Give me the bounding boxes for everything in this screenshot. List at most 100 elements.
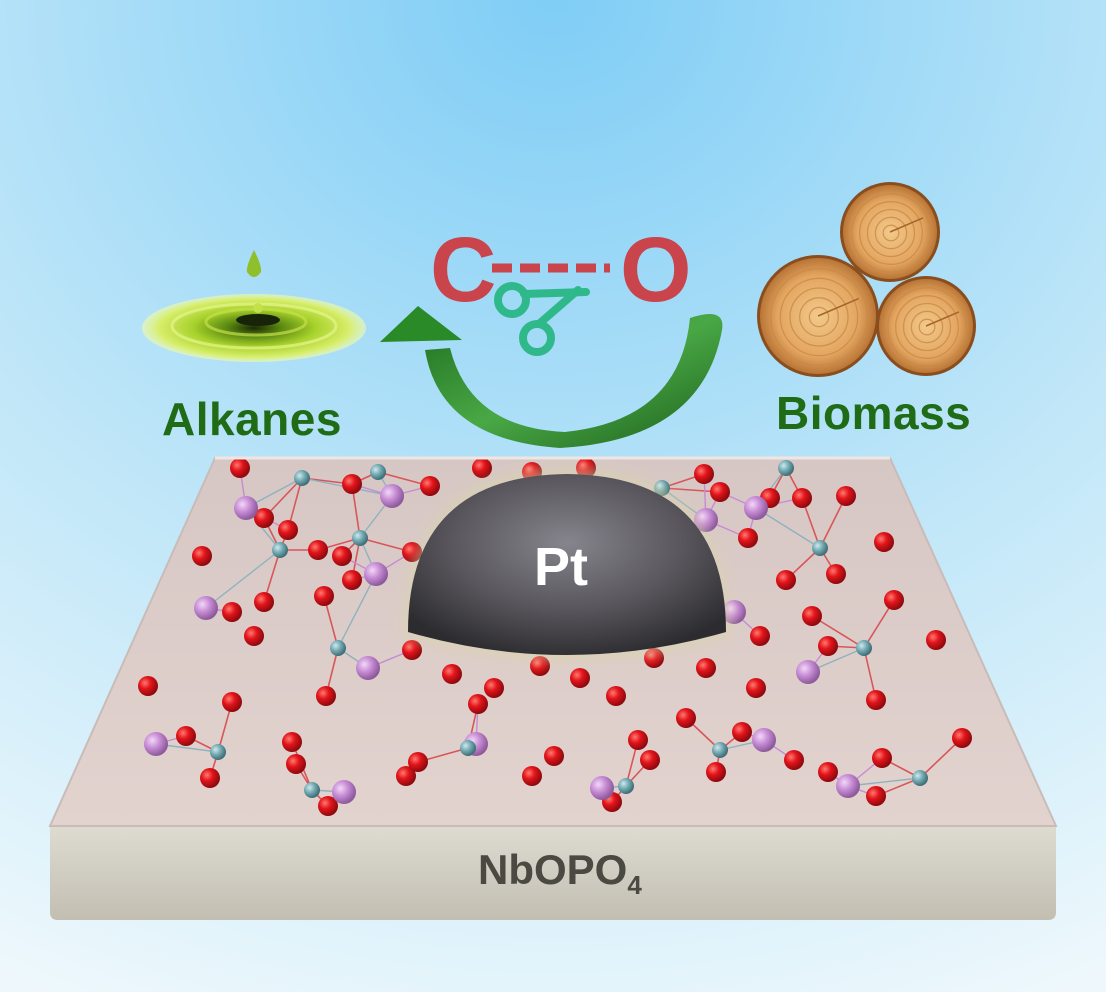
oxygen-atom [222,692,242,712]
oxygen-atom [176,726,196,746]
support-formula: NbOPO [478,846,628,893]
niobium-atom [370,464,386,480]
support-formula-subscript: 4 [627,870,642,900]
oxygen-atom [244,626,264,646]
niobium-atom [294,470,310,486]
scissors-icon [494,282,590,356]
oxygen-atom [696,658,716,678]
pt-nanoparticle [403,468,731,661]
oxygen-atom [408,752,428,772]
oxygen-atom [606,686,626,706]
niobium-atom [330,640,346,656]
product-label-alkanes: Alkanes [162,393,342,445]
oxygen-atom [570,668,590,688]
oxygen-atom [544,746,564,766]
oxygen-atom [342,570,362,590]
feedstock-label-biomass: Biomass [776,387,972,439]
bond-atom-carbon: C [430,219,497,321]
oxygen-atom [254,592,274,612]
crystal-lattice [138,458,972,816]
niobium-atom [272,542,288,558]
metal-label-pt: Pt [534,537,588,597]
oxygen-atom [396,766,416,786]
oxygen-atom [818,762,838,782]
bond-atom-oxygen: O [620,219,692,321]
oxygen-atom [308,540,328,560]
oxygen-atom [802,606,822,626]
oxygen-atom [484,678,504,698]
conversion-arrow [380,306,723,448]
niobium-atom [304,782,320,798]
oxygen-atom [784,750,804,770]
oxygen-atom [746,678,766,698]
phosphorus-atom [194,596,218,620]
oxygen-atom [286,754,306,774]
oxygen-atom [230,458,250,478]
phosphorus-atom [356,656,380,680]
phosphorus-atom [144,732,168,756]
wood-log [840,182,940,282]
phosphorus-atom [796,660,820,684]
oxygen-atom [282,732,302,752]
oxygen-atom [884,590,904,610]
niobium-atom [912,770,928,786]
curved-arrow-icon [425,314,723,448]
oxygen-atom [826,564,846,584]
oxygen-atom [872,748,892,768]
oxygen-atom [710,482,730,502]
oxygen-atom [278,520,298,540]
oxygen-atom [836,486,856,506]
oxygen-atom [318,796,338,816]
oxygen-atom [640,750,660,770]
oxygen-atom [866,690,886,710]
niobium-atom [812,540,828,556]
oxygen-atom [952,728,972,748]
wood-logs-icon [757,182,976,377]
oxygen-atom [866,786,886,806]
oxygen-atom [706,762,726,782]
oxygen-atom [222,602,242,622]
oxygen-atom [332,546,352,566]
oxygen-atom [792,488,812,508]
oxygen-atom [192,546,212,566]
oxygen-atom [628,730,648,750]
niobium-atom [210,744,226,760]
niobium-atom [618,778,634,794]
oxygen-atom [468,694,488,714]
niobium-atom [712,742,728,758]
oxygen-atom [694,464,714,484]
niobium-atom [352,530,368,546]
oxygen-atom [342,474,362,494]
niobium-atom [460,740,476,756]
oxygen-atom [402,640,422,660]
phosphorus-atom [332,780,356,804]
bond-cleavage [492,263,610,356]
niobium-atom [856,640,872,656]
niobium-atom [778,460,794,476]
phosphorus-atom [234,496,258,520]
oxygen-atom [738,528,758,548]
oxygen-atom [472,458,492,478]
phosphorus-atom [590,776,614,800]
oxygen-atom [254,508,274,528]
oxygen-atom [314,586,334,606]
oxygen-atom [316,686,336,706]
phosphorus-atom [364,562,388,586]
oxygen-atom [420,476,440,496]
wood-log [757,255,879,377]
oxygen-atom [138,676,158,696]
wood-log [876,276,976,376]
oxygen-atom [926,630,946,650]
oxygen-atom [442,664,462,684]
support-label: NbOPO4 [478,846,642,901]
oxygen-atom [530,656,550,676]
phosphorus-atom [744,496,768,520]
phosphorus-atom [752,728,776,752]
oxygen-atom [732,722,752,742]
oxygen-atom [750,626,770,646]
oxygen-atom [676,708,696,728]
support-slab-side [50,826,1056,920]
oxygen-atom [522,766,542,786]
